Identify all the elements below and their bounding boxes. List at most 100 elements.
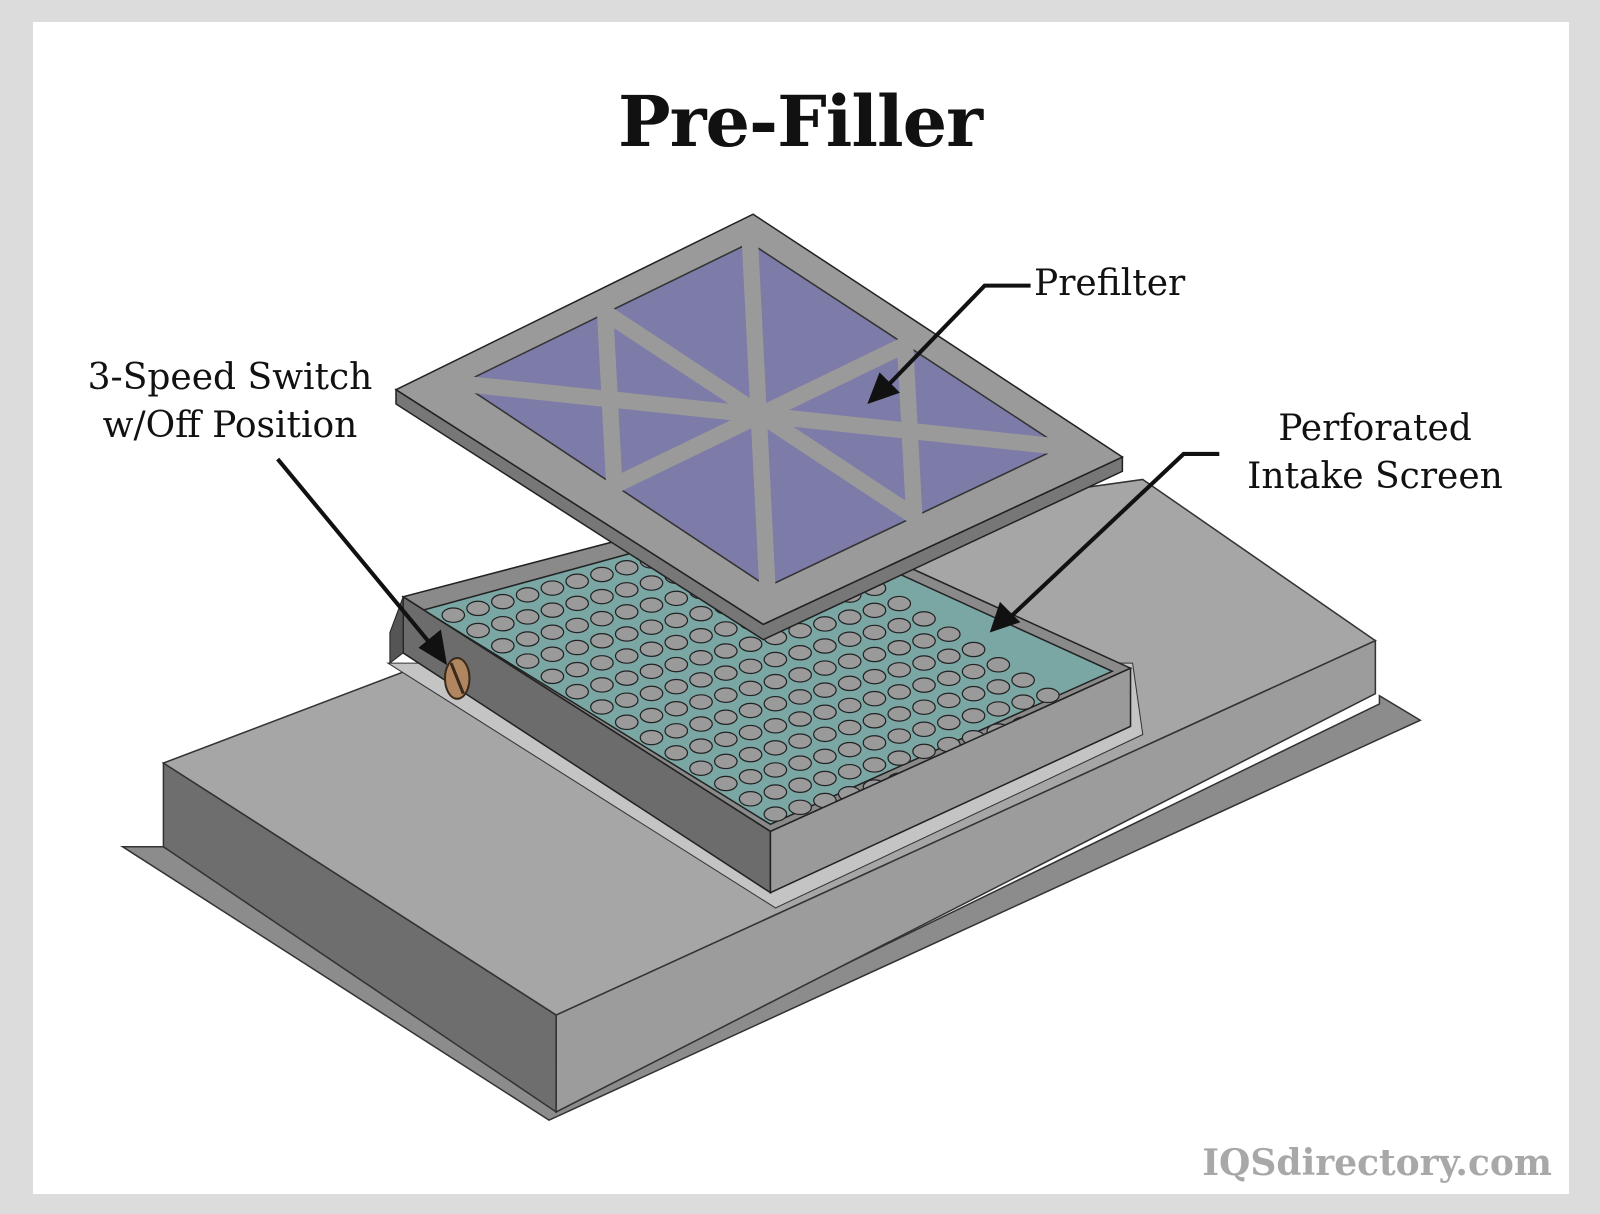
screen-hole (565, 683, 590, 700)
screen-hole (491, 615, 515, 632)
screen-hole (713, 687, 738, 703)
screen-hole (837, 609, 862, 625)
speed-switch-knob[interactable] (443, 656, 471, 700)
screen-hole (713, 731, 738, 748)
screen-hole (887, 750, 912, 766)
screen-hole (936, 648, 961, 665)
screen-hole (639, 641, 664, 658)
screen-hole (689, 738, 713, 754)
screen-hole (565, 617, 590, 634)
screen-hole (936, 670, 961, 687)
housing-end-face (389, 596, 404, 665)
screen-hole (887, 639, 912, 656)
screen-hole (639, 575, 664, 591)
screen-hole (887, 662, 912, 678)
screen-hole (887, 617, 912, 634)
screen-hole (862, 735, 887, 751)
screen-hole (614, 648, 639, 664)
screen-hole (862, 646, 887, 663)
screen-hole (540, 580, 565, 596)
screen-hole (961, 663, 986, 680)
label-screen-line2: Intake Screen (1247, 456, 1503, 497)
screen-hole (590, 566, 614, 583)
screen-hole (862, 690, 887, 707)
screen-hole (813, 704, 837, 720)
screen-hole (887, 684, 912, 700)
screen-hole (738, 791, 763, 807)
screen-hole (689, 760, 713, 776)
screen-hole (590, 655, 614, 671)
screen-hole (986, 701, 1011, 717)
screen-hole (540, 668, 565, 685)
screen-hole (763, 695, 788, 712)
screen-hole (441, 607, 466, 623)
base-front-face (555, 639, 1377, 1114)
screen-hole (515, 631, 540, 647)
screen-hole (664, 612, 689, 629)
screen-hole (936, 692, 961, 709)
screen-hole (689, 605, 713, 622)
screen-hole (713, 709, 738, 726)
screen-hole (590, 699, 614, 715)
screen-hole (862, 757, 887, 773)
screen-hole (664, 590, 689, 607)
screen-hole (738, 724, 763, 741)
screen-hole (961, 641, 986, 658)
screen-hole (515, 609, 540, 625)
label-prefilter: Prefilter (1034, 263, 1186, 304)
screen-hole (788, 689, 812, 705)
screen-hole (862, 713, 887, 729)
screen-hole (713, 621, 738, 637)
screen-hole (912, 677, 936, 693)
screen-hole (713, 753, 738, 770)
screen-hole (837, 741, 862, 758)
screen-hole (912, 633, 936, 649)
screen-hole (738, 746, 763, 763)
page-title: Pre-Filler (618, 80, 983, 163)
screen-hole (837, 631, 862, 647)
screen-hole (689, 672, 713, 688)
screen-hole (887, 706, 912, 722)
screen-hole (813, 638, 837, 654)
screen-hole (614, 626, 639, 642)
screen-hole (763, 651, 788, 668)
screen-hole (614, 714, 639, 731)
screen-hole (540, 624, 565, 640)
screen-hole (639, 619, 664, 635)
watermark: IQSdirectory.com (1202, 1142, 1552, 1184)
screen-hole (491, 638, 515, 654)
screen-hole (713, 775, 738, 792)
screen-hole (1011, 694, 1035, 710)
screen-hole (565, 661, 590, 678)
screen-hole (887, 728, 912, 744)
screen-hole (763, 784, 788, 800)
screen-hole (565, 639, 590, 656)
screen-hole (639, 707, 664, 724)
prefilter-grid (453, 234, 1070, 595)
screen-hole (788, 711, 812, 727)
screen-hole (540, 646, 565, 663)
screen-hole (515, 587, 540, 603)
screen-hole (912, 743, 936, 760)
screen-hole (639, 597, 664, 613)
screen-hole (466, 600, 490, 617)
screen-hole (689, 627, 713, 644)
screen-hole (813, 616, 837, 632)
screen-hole (565, 595, 590, 612)
screen-hole (837, 653, 862, 670)
screen-hole (664, 723, 689, 739)
prefilter-panel (394, 213, 1124, 641)
screen-hole (912, 699, 936, 715)
screen-hole (788, 777, 812, 794)
screen-hole (936, 626, 961, 642)
screen-hole (1036, 687, 1060, 704)
screen-hole (689, 650, 713, 666)
screen-hole (986, 657, 1011, 673)
screen-hole (837, 763, 862, 780)
screen-hole (788, 622, 812, 639)
screen-hole (936, 714, 961, 731)
screen-hole (763, 762, 788, 778)
screen-hole (614, 692, 639, 708)
screen-hole (738, 702, 763, 719)
screen-hole (664, 634, 689, 651)
